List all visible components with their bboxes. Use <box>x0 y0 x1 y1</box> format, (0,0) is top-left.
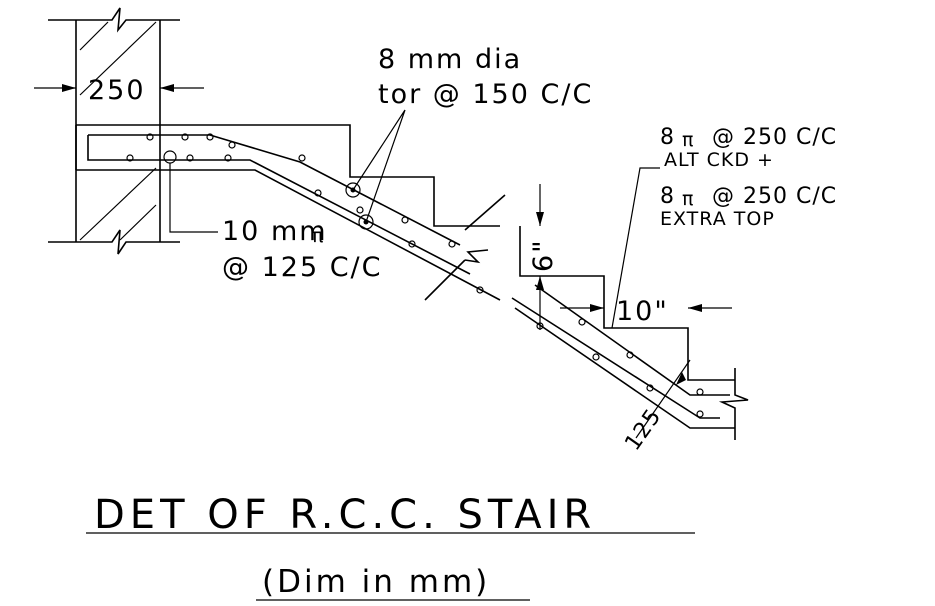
tor-symbol-icon: π <box>682 129 694 151</box>
riser-dimension: 6" <box>528 184 559 330</box>
top-bar-line3b: @ 250 C/C <box>712 184 837 209</box>
reinforcement <box>87 133 730 419</box>
drawing-title: DET OF R.C.C. STAIR (Dim in mm) <box>86 492 695 601</box>
dist-bar-line2: @ 125 C/C <box>222 252 383 283</box>
tread-dim-label: 10" <box>616 296 669 327</box>
top-bar-line3: 8 <box>660 184 675 209</box>
wall <box>48 7 180 255</box>
wall-thickness-label: 250 <box>88 75 146 106</box>
main-bar-callout: 8 mm dia tor @ 150 C/C <box>352 44 593 223</box>
riser-dim-label: 6" <box>528 238 559 272</box>
waist-dim-label: 125 <box>620 404 666 455</box>
page-title: DET OF R.C.C. STAIR <box>94 492 596 538</box>
dist-bar-line1: 10 mm <box>222 216 328 247</box>
tor-symbol-icon: π <box>312 225 324 247</box>
top-bar-line2: ALT CKD + <box>664 149 774 171</box>
main-bar-line1: 8 mm dia <box>378 44 522 75</box>
tread-dimension: 10" <box>560 296 732 327</box>
top-bar-line1: 8 <box>660 125 675 150</box>
top-bar-line4: EXTRA TOP <box>660 208 775 230</box>
top-bar-callout: 8 π @ 250 C/C ALT CKD + 8 π @ 250 C/C EX… <box>611 125 837 329</box>
page-subtitle: (Dim in mm) <box>262 564 490 600</box>
dist-bar-callout: 10 mm π @ 125 C/C <box>169 163 383 283</box>
wall-dimension: 250 <box>34 75 204 106</box>
top-bar-line1b: @ 250 C/C <box>712 125 837 150</box>
stair-slab <box>75 124 749 440</box>
tor-symbol-icon: π <box>682 188 694 210</box>
main-bar-line2: tor @ 150 C/C <box>378 79 593 110</box>
